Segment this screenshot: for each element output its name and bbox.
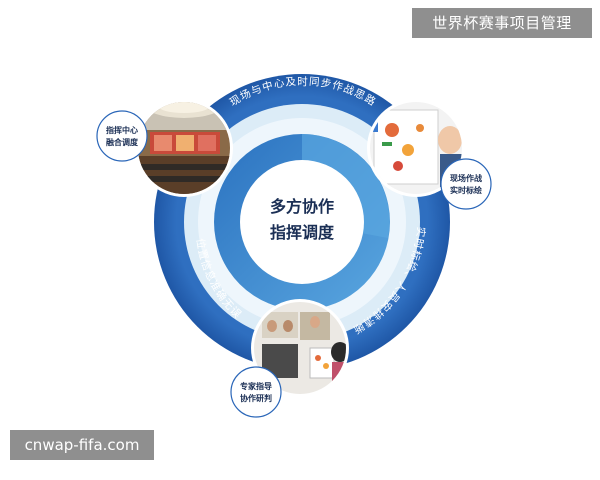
center-title-line1: 多方协作 (270, 197, 334, 216)
expert-label-bubble: 专家指导 协作研判 (231, 367, 281, 417)
title-banner: 世界杯赛事项目管理 (412, 8, 592, 38)
command-center-label-line2: 融合调度 (106, 137, 139, 147)
field-label-bubble: 现场作战 实时标绘 (441, 159, 491, 209)
center-title-line2: 指挥调度 (270, 223, 335, 242)
center-disc (240, 160, 364, 284)
expert-label-line1: 专家指导 (240, 381, 272, 391)
command-center-label-bubble: 指挥中心 融合调度 (97, 111, 147, 161)
field-label-line1: 现场作战 (450, 173, 482, 183)
expert-label-line2: 协作研判 (240, 393, 272, 403)
command-center-label-line1: 指挥中心 (106, 125, 138, 135)
site-watermark: cnwap-fifa.com (10, 430, 154, 460)
field-label-line2: 实时标绘 (450, 185, 482, 195)
